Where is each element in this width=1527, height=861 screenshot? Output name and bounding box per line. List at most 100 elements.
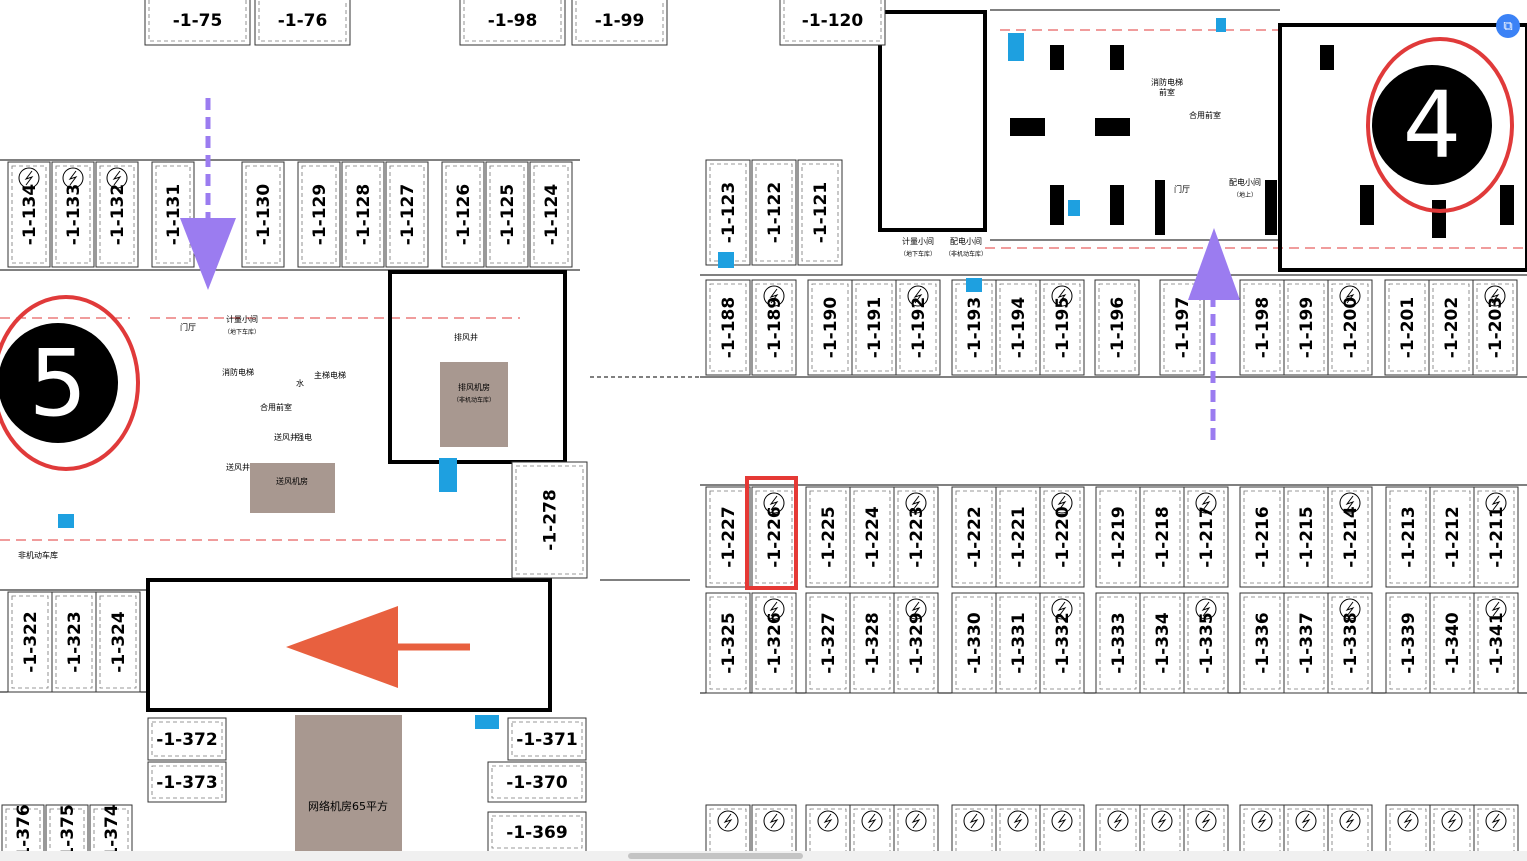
parking-spot[interactable]: -1-221	[995, 486, 1041, 588]
parking-spot[interactable]: -1-194	[995, 279, 1041, 376]
parking-spot[interactable]: -1-339	[1385, 592, 1431, 694]
parking-spot[interactable]: -1-212	[1429, 486, 1475, 588]
parking-spot[interactable]: -1-337	[1283, 592, 1329, 694]
parking-spot[interactable]: -1-198	[1239, 279, 1285, 376]
parking-spot[interactable]: -1-323	[51, 591, 97, 693]
parking-spot[interactable]: -1-371	[507, 717, 587, 761]
parking-spot[interactable]: -1-336	[1239, 592, 1285, 694]
parking-spot-partial[interactable]	[1239, 804, 1285, 851]
parking-spot[interactable]: -1-341	[1473, 592, 1519, 694]
parking-spot[interactable]: -1-375	[45, 804, 89, 851]
parking-spot[interactable]: -1-190	[807, 279, 853, 376]
parking-spot[interactable]: -1-340	[1429, 592, 1475, 694]
parking-spot[interactable]: -1-123	[705, 159, 751, 266]
zone-marker-4[interactable]: 4	[1366, 37, 1514, 213]
parking-spot[interactable]: -1-325	[705, 592, 751, 694]
parking-spot-partial[interactable]	[1095, 804, 1141, 851]
parking-spot[interactable]: -1-203	[1472, 279, 1518, 376]
parking-spot[interactable]: -1-222	[951, 486, 997, 588]
parking-spot[interactable]: -1-130	[241, 161, 285, 268]
parking-spot[interactable]: -1-326	[751, 592, 797, 694]
parking-spot[interactable]: -1-202	[1428, 279, 1474, 376]
parking-spot[interactable]: -1-213	[1385, 486, 1431, 588]
parking-spot[interactable]: -1-215	[1283, 486, 1329, 588]
parking-spot-partial[interactable]	[1473, 804, 1519, 851]
parking-spot[interactable]: -1-132	[95, 161, 139, 268]
parking-spot[interactable]: -1-330	[951, 592, 997, 694]
parking-spot[interactable]: -1-75	[144, 0, 251, 46]
parking-spot[interactable]: -1-195	[1039, 279, 1085, 376]
parking-spot[interactable]: -1-188	[705, 279, 751, 376]
parking-spot[interactable]: -1-193	[951, 279, 997, 376]
parking-spot[interactable]: -1-223	[893, 486, 939, 588]
parking-spot[interactable]: -1-131	[151, 161, 195, 268]
parking-spot[interactable]: -1-332	[1039, 592, 1085, 694]
parking-spot[interactable]: -1-122	[751, 159, 797, 266]
zone-marker-5[interactable]: 5	[0, 295, 140, 471]
parking-spot[interactable]: -1-191	[851, 279, 897, 376]
parking-spot[interactable]: -1-220	[1039, 486, 1085, 588]
parking-spot[interactable]: -1-374	[89, 804, 133, 851]
parking-spot[interactable]: -1-372	[147, 717, 227, 761]
parking-spot[interactable]: -1-334	[1139, 592, 1185, 694]
parking-spot[interactable]: -1-370	[487, 761, 587, 803]
parking-spot-partial[interactable]	[1183, 804, 1229, 851]
parking-spot[interactable]: -1-327	[805, 592, 851, 694]
parking-spot-partial[interactable]	[1039, 804, 1085, 851]
parking-spot[interactable]: -1-376	[1, 804, 45, 851]
parking-spot-partial[interactable]	[805, 804, 851, 851]
parking-spot[interactable]: -1-224	[849, 486, 895, 588]
parking-spot-partial[interactable]	[995, 804, 1041, 851]
parking-spot[interactable]: -1-226	[751, 486, 797, 588]
parking-spot[interactable]: -1-200	[1327, 279, 1373, 376]
parking-spot[interactable]: -1-127	[385, 161, 429, 268]
parking-spot-partial[interactable]	[893, 804, 939, 851]
parking-spot-partial[interactable]	[1327, 804, 1373, 851]
parking-spot[interactable]: -1-331	[995, 592, 1041, 694]
parking-spot[interactable]: -1-227	[705, 486, 751, 588]
parking-spot[interactable]: -1-189	[751, 279, 797, 376]
parking-spot-partial[interactable]	[1283, 804, 1329, 851]
parking-spot[interactable]: -1-329	[893, 592, 939, 694]
parking-spot[interactable]: -1-218	[1139, 486, 1185, 588]
parking-spot[interactable]: -1-121	[797, 159, 843, 266]
parking-spot[interactable]: -1-373	[147, 761, 227, 803]
parking-spot[interactable]: -1-133	[51, 161, 95, 268]
parking-spot[interactable]: -1-197	[1159, 279, 1205, 376]
parking-spot[interactable]: -1-328	[849, 592, 895, 694]
parking-spot[interactable]: -1-98	[459, 0, 566, 46]
parking-spot-partial[interactable]	[951, 804, 997, 851]
parking-spot-partial[interactable]	[1429, 804, 1475, 851]
parking-spot[interactable]: -1-128	[341, 161, 385, 268]
parking-spot[interactable]: -1-278	[511, 461, 588, 579]
parking-spot[interactable]: -1-216	[1239, 486, 1285, 588]
parking-spot[interactable]: -1-324	[95, 591, 141, 693]
parking-spot[interactable]: -1-211	[1473, 486, 1519, 588]
parking-spot[interactable]: -1-134	[7, 161, 51, 268]
parking-spot[interactable]: -1-214	[1327, 486, 1373, 588]
parking-spot[interactable]: -1-333	[1095, 592, 1141, 694]
parking-spot-partial[interactable]	[751, 804, 797, 851]
parking-spot[interactable]: -1-338	[1327, 592, 1373, 694]
parking-spot[interactable]: -1-225	[805, 486, 851, 588]
parking-spot[interactable]: -1-217	[1183, 486, 1229, 588]
parking-spot[interactable]: -1-76	[254, 0, 351, 46]
parking-spot-partial[interactable]	[1385, 804, 1431, 851]
scrollbar-thumb[interactable]	[628, 853, 803, 859]
parking-spot-partial[interactable]	[1139, 804, 1185, 851]
parking-spot-partial[interactable]	[849, 804, 895, 851]
parking-spot[interactable]: -1-124	[529, 161, 573, 268]
parking-spot[interactable]: -1-322	[7, 591, 53, 693]
parking-spot[interactable]: -1-126	[441, 161, 485, 268]
map-tool-icon[interactable]: ⧉	[1496, 14, 1520, 38]
parking-spot[interactable]: -1-99	[571, 0, 668, 46]
parking-spot[interactable]: -1-129	[297, 161, 341, 268]
parking-spot[interactable]: -1-120	[779, 0, 886, 46]
parking-spot[interactable]: -1-219	[1095, 486, 1141, 588]
parking-spot[interactable]: -1-201	[1384, 279, 1430, 376]
parking-spot[interactable]: -1-196	[1094, 279, 1140, 376]
parking-spot[interactable]: -1-192	[895, 279, 941, 376]
parking-spot[interactable]: -1-199	[1283, 279, 1329, 376]
parking-spot[interactable]: -1-369	[487, 811, 587, 851]
